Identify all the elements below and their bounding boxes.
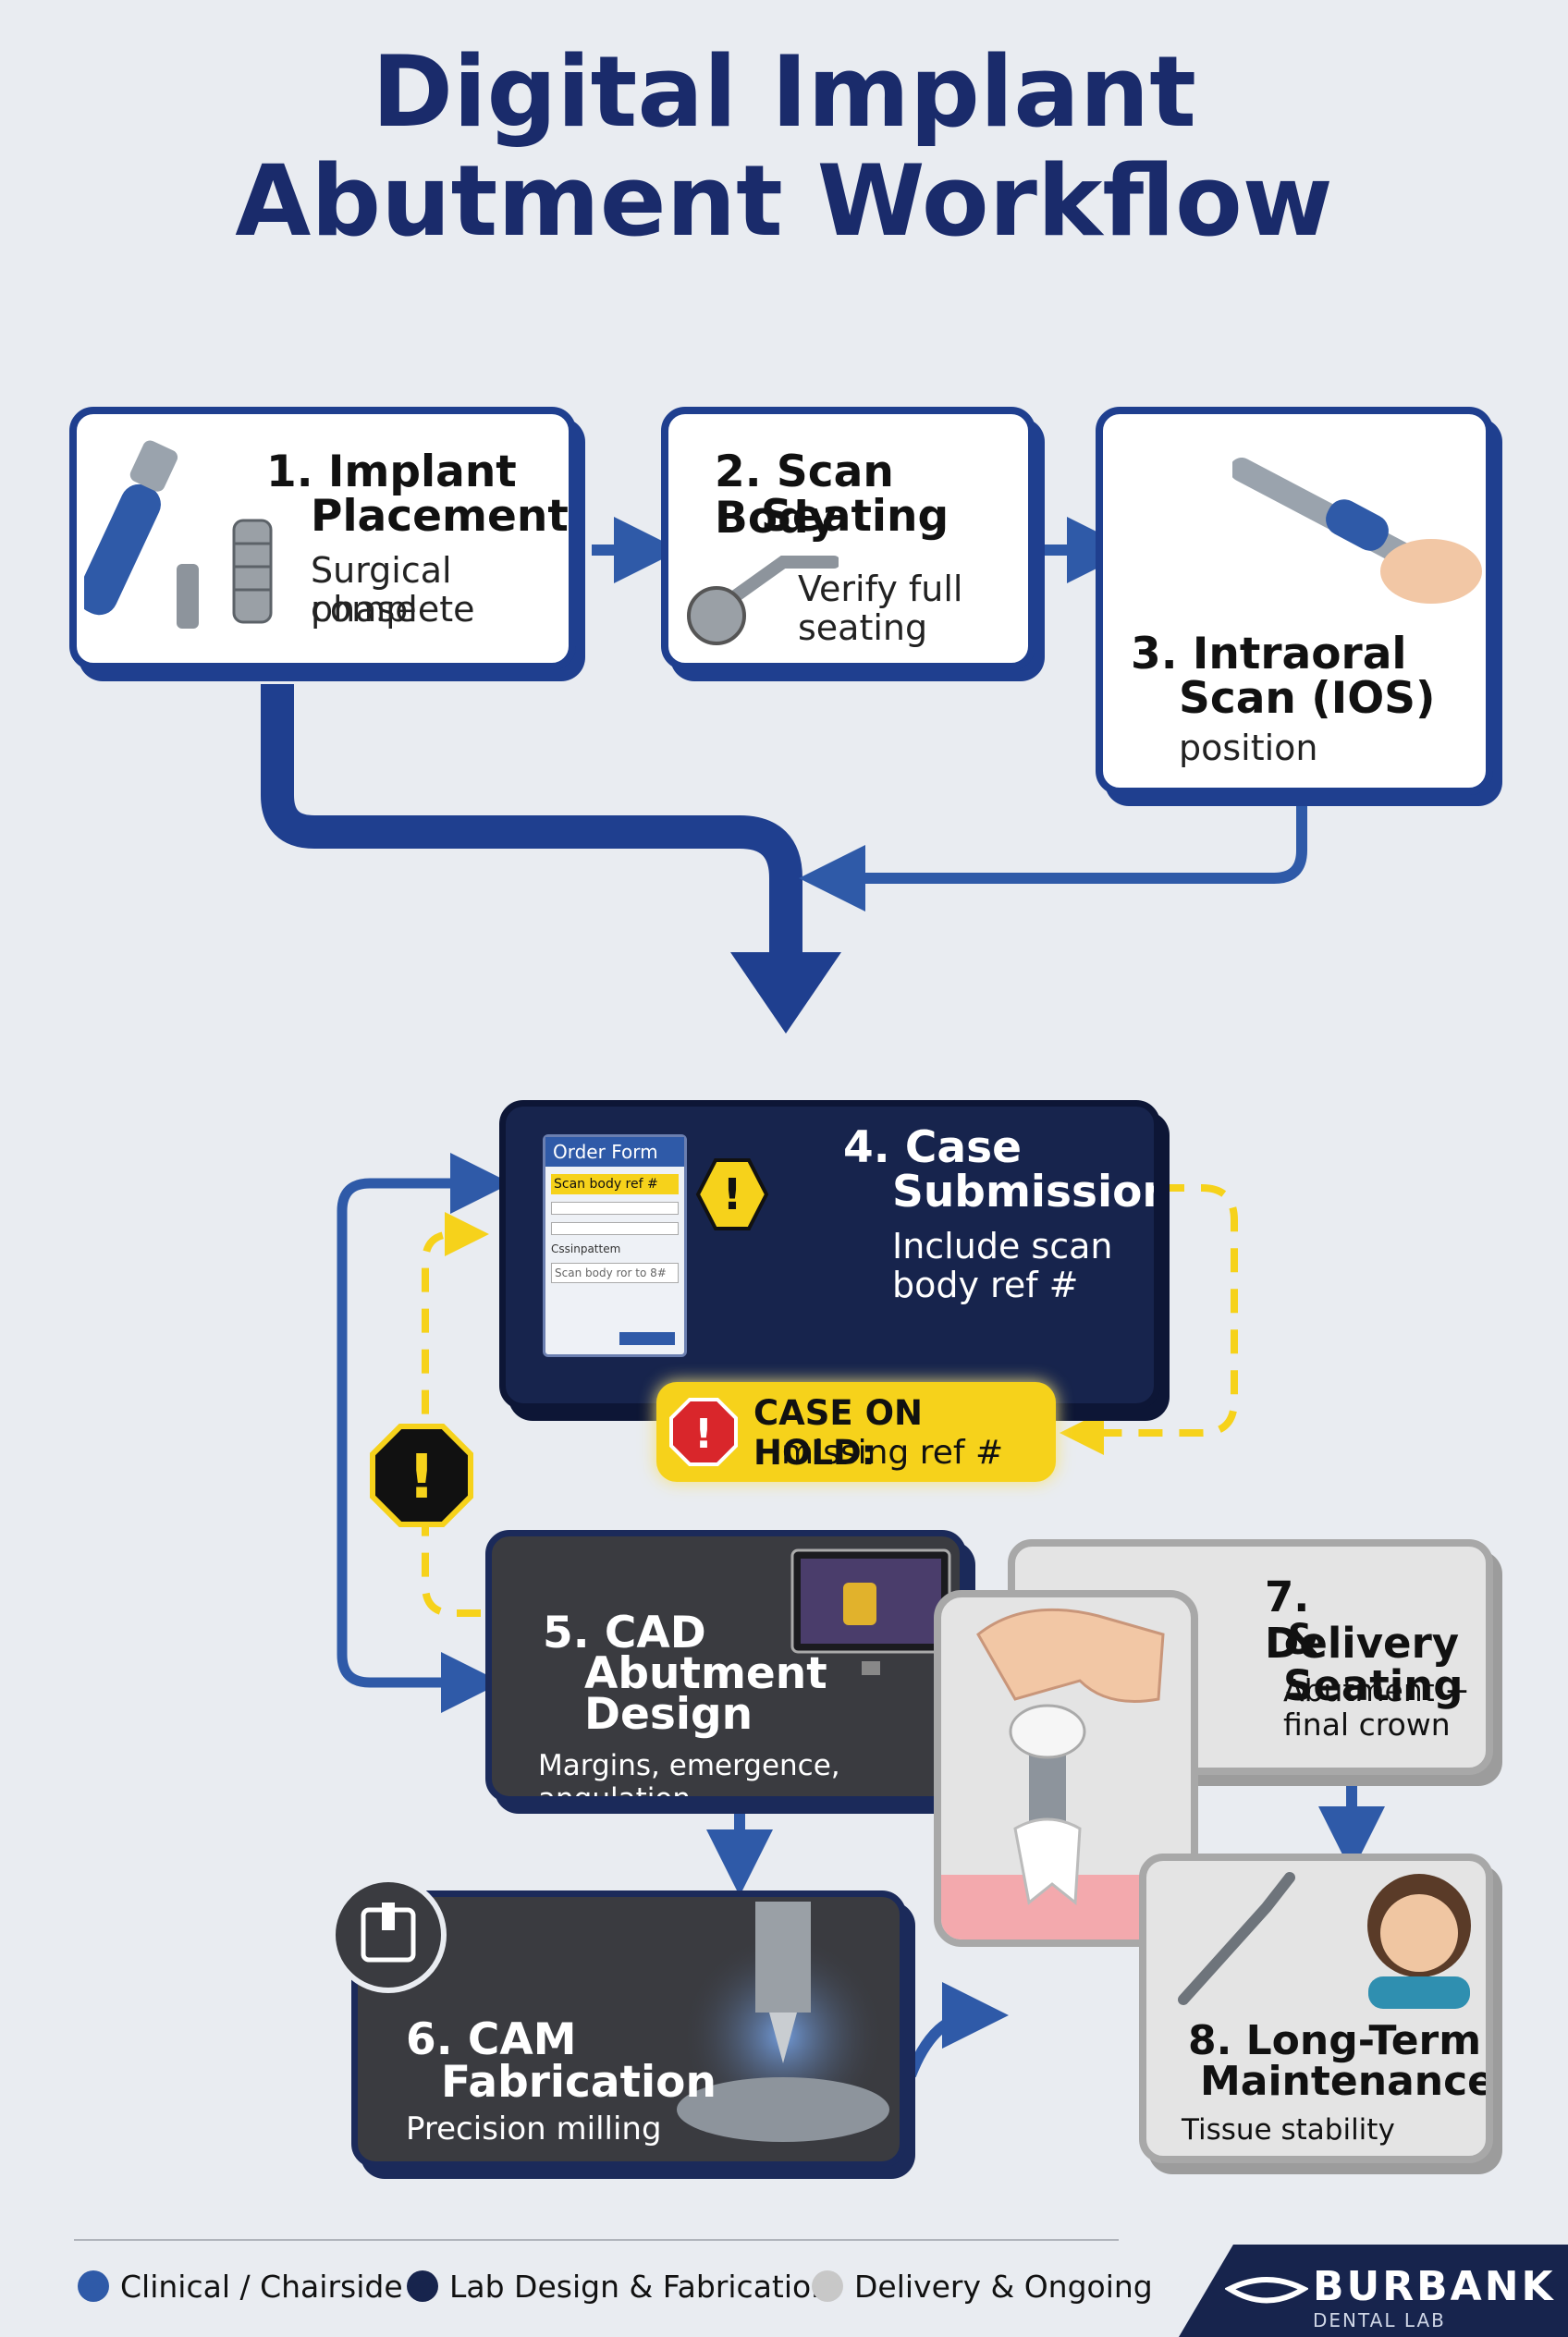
step-4-subtitle-line-1: Include scan [892, 1226, 1113, 1266]
hold-subtitle: missing ref # [781, 1434, 1004, 1472]
brand-name: BURBANK [1313, 2263, 1556, 2310]
step-2-subtitle-line-1: Verify full [798, 569, 963, 609]
step-3-subtitle: position [1179, 728, 1318, 768]
order-form-highlight-field[interactable]: Scan body ref # [551, 1174, 679, 1194]
step-5-title-line-1: 5. CAD [543, 1608, 706, 1658]
step-5-card: 5. CAD Abutment Design Margins, emergenc… [485, 1530, 966, 1803]
brand-footer: BURBANK DENTAL LAB [1179, 2245, 1568, 2337]
step-7-title-line-1: 7. Delivery [1265, 1572, 1460, 1668]
arrow-6-to-7 [905, 1982, 1009, 2078]
abutment-seating-illustration-icon [941, 1608, 1191, 1939]
page-title-line-2: Abutment Workflow [235, 144, 1333, 258]
stop-icon: ! [669, 1398, 738, 1466]
legend-label-lab: Lab Design & Fabrication [449, 2269, 831, 2305]
step-2-subtitle-line-2: seating [798, 607, 928, 648]
step-8-title-line-2: Maintenance [1200, 2058, 1493, 2105]
step-5-title-line-2: Abutment [584, 1648, 827, 1699]
arrow-3-to-main [799, 804, 1307, 912]
legend-label-delivery: Delivery & Ongoing [854, 2269, 1153, 2305]
step-6-title-line-1: 6. CAM [406, 2014, 577, 2065]
svg-text:!: ! [723, 1169, 742, 1219]
hold-path-left [422, 1212, 489, 1617]
step-1-subtitle-line-1: Surgical phase [311, 550, 452, 630]
step-1-title-line-1: 1. Implant [266, 447, 517, 497]
step-7-subtitle-line-1: Abutment + [1283, 1672, 1470, 1708]
legend-divider [74, 2239, 1119, 2241]
arrow-loop-5-to-4 [337, 1153, 511, 1688]
order-form-submit-button[interactable] [619, 1332, 675, 1345]
step-3-title-line-1: 3. Intraoral [1131, 629, 1407, 679]
page-title-line-1: Digital Implant [372, 35, 1196, 149]
step-7-subtitle-line-2: final crown [1283, 1707, 1451, 1743]
step-3-card: 3. Intraoral Scan (IOS) position [1096, 407, 1493, 795]
legend-dot-lab [407, 2270, 438, 2302]
order-form-input[interactable]: Scan body ror to 8# [551, 1263, 679, 1283]
case-on-hold-badge: ! CASE ON HOLD: missing ref # [656, 1382, 1056, 1482]
cam-machine-badge-icon [330, 1877, 447, 1993]
step-4-card: Order Form Scan body ref # Cssinpattem S… [499, 1100, 1160, 1410]
order-form-panel: Order Form Scan body ref # Cssinpattem S… [543, 1134, 687, 1357]
implant-screw-icon [232, 519, 273, 624]
step-4-subtitle-line-2: body ref # [892, 1265, 1079, 1305]
intraoral-scanner-icon [1232, 458, 1482, 604]
handpiece-icon [84, 440, 199, 629]
step-4-title-line-1: 4. Case [843, 1122, 1022, 1173]
warning-octagon-left-icon: ! [370, 1424, 473, 1527]
hold-title: CASE ON HOLD: [753, 1393, 924, 1473]
step-1-subtitle-line-2: complete [311, 589, 475, 630]
step-2-title-line-2: Seating [761, 491, 949, 542]
step-1-card: 1. Implant Placement Surgical phase comp… [69, 407, 576, 670]
arrow-1-to-4-head [730, 952, 841, 1034]
milling-machine-icon [677, 1902, 889, 2142]
step-2-title-line-1: 2. Scan Body [715, 447, 894, 544]
warning-octagon-icon: ! [695, 1158, 769, 1230]
step-8-card: 8. Long-Term Maintenance Tissue stabilit… [1139, 1854, 1493, 2163]
order-form-field[interactable] [551, 1222, 679, 1235]
step-1-title-line-2: Placement [311, 491, 569, 542]
legend-dot-delivery [812, 2270, 843, 2302]
dental-probe-icon [1178, 1872, 1295, 2005]
patient-avatar [1367, 1874, 1471, 2009]
svg-text:!: ! [408, 1441, 435, 1512]
step-6-title-line-2: Fabrication [441, 2057, 717, 2108]
step-4-title-line-2: Submission [892, 1167, 1160, 1217]
brand-sub: DENTAL LAB [1313, 2309, 1446, 2331]
brand-logo-icon [1225, 2277, 1308, 2304]
legend-dot-clinical [78, 2270, 109, 2302]
legend-label-clinical: Clinical / Chairside [120, 2269, 403, 2305]
svg-text:!: ! [694, 1411, 713, 1458]
cad-monitor-icon [790, 1548, 951, 1675]
scan-body-tool-icon [687, 556, 839, 645]
order-form-header: Order Form [545, 1137, 684, 1167]
step-8-subtitle: Tissue stability review [1182, 2113, 1395, 2156]
step-6-subtitle: Precision milling [406, 2111, 662, 2147]
step-3-title-line-2: Scan (IOS) [1179, 673, 1436, 724]
hold-path-right [1060, 1184, 1238, 1455]
step-2-card: 2. Scan Body Seating Verify full seating [661, 407, 1035, 670]
order-form-field[interactable] [551, 1202, 679, 1215]
order-form-checkbox-label[interactable]: Cssinpattem [551, 1242, 621, 1255]
step-5-title-line-3: Design [584, 1689, 753, 1740]
step-8-title-line-1: 8. Long-Term [1188, 2017, 1482, 2064]
arrow-1-to-4-path [261, 684, 802, 961]
step-7-title-line-2: & Seating [1283, 1615, 1464, 1710]
step-5-subtitle: Margins, emergence, angulation [538, 1749, 840, 1803]
